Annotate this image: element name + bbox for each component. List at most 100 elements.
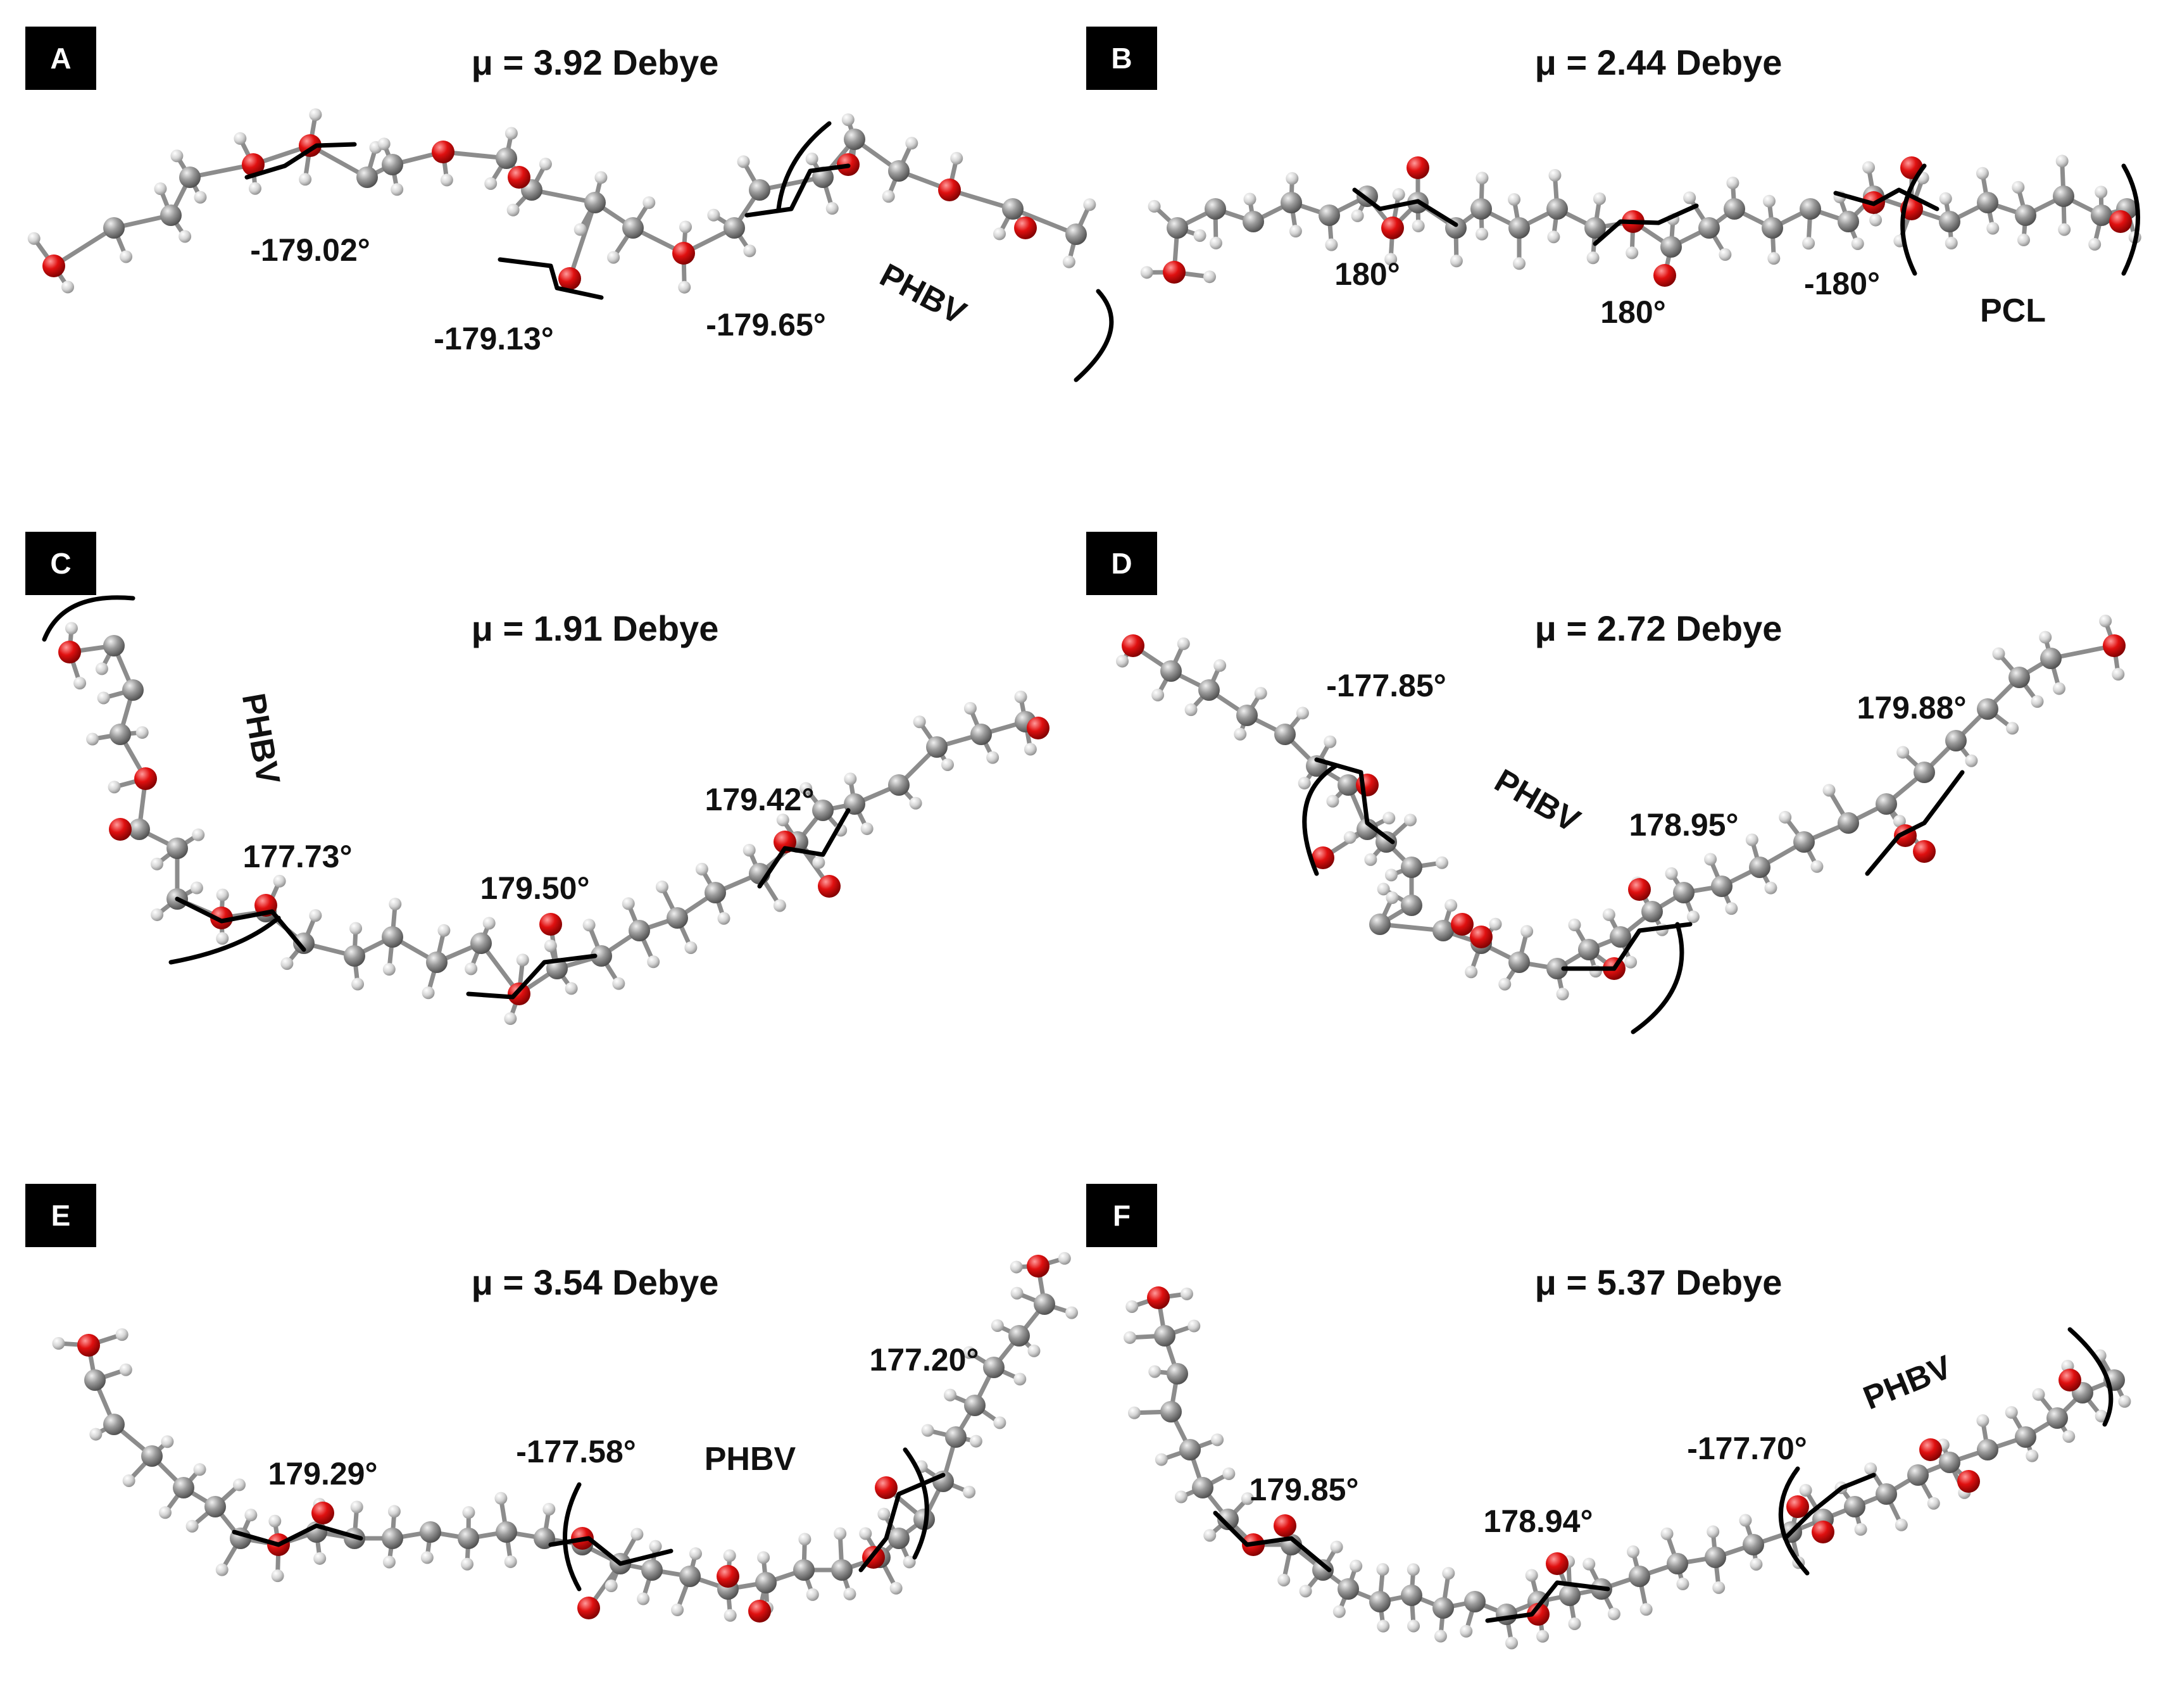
panel-d: D μ = 2.72 Debye -177.85° 178.95° 179.88… bbox=[1086, 532, 2126, 1034]
hydrogen-atom bbox=[1895, 1518, 1908, 1531]
hydrogen-atom bbox=[1683, 191, 1696, 204]
hydrogen-atom bbox=[944, 1388, 957, 1402]
hydrogen-atom bbox=[737, 155, 750, 168]
panel-f-dihedral-marker-2 bbox=[1485, 1580, 1610, 1623]
hydrogen-atom bbox=[1810, 860, 1824, 873]
carbon-atom bbox=[2053, 185, 2074, 207]
carbon-atom bbox=[812, 800, 834, 821]
carbon-atom bbox=[1876, 1483, 1897, 1505]
hydrogen-atom bbox=[825, 202, 839, 215]
hydrogen-atom bbox=[1140, 266, 1153, 279]
carbon-atom bbox=[496, 1521, 517, 1543]
panel-a-molecule bbox=[27, 108, 1096, 294]
hydrogen-atom bbox=[420, 1551, 434, 1564]
carbon-atom bbox=[2040, 648, 2062, 669]
panel-e-bracket-left bbox=[563, 1482, 582, 1592]
carbon-atom bbox=[793, 1559, 815, 1581]
hydrogen-atom bbox=[963, 1485, 976, 1498]
panel-a-bracket-right bbox=[1074, 289, 1114, 382]
panel-c-dipole-label: μ = 1.91 Debye bbox=[472, 608, 719, 648]
hydrogen-atom bbox=[504, 1555, 517, 1568]
hydrogen-atom bbox=[382, 1555, 396, 1569]
oxygen-atom bbox=[577, 1597, 600, 1619]
carbon-atom bbox=[1546, 958, 1568, 979]
oxygen-atom bbox=[134, 767, 157, 790]
carbon-atom bbox=[1274, 724, 1296, 745]
panel-f-bracket-right bbox=[2067, 1327, 2114, 1427]
hydrogen-atom bbox=[1124, 1331, 1137, 1344]
hydrogen-atom bbox=[1779, 810, 1792, 824]
hydrogen-atom bbox=[244, 1509, 258, 1522]
carbon-atom bbox=[1401, 895, 1422, 916]
hydrogen-atom bbox=[1712, 1581, 1726, 1594]
hydrogen-atom bbox=[2095, 185, 2108, 199]
hydrogen-atom bbox=[1351, 209, 1364, 222]
carbon-atom bbox=[2091, 204, 2112, 226]
carbon-atom bbox=[1945, 730, 1967, 751]
panel-f-dihedral-marker-3 bbox=[1783, 1473, 1876, 1541]
panel-b-badge bbox=[1086, 27, 1157, 90]
carbon-atom bbox=[1160, 1401, 1182, 1422]
hydrogen-atom bbox=[86, 732, 99, 746]
carbon-atom bbox=[496, 148, 517, 169]
hydrogen-atom bbox=[1299, 1585, 1312, 1598]
panel-d-polymer-label: PHBV bbox=[1488, 762, 1586, 840]
carbon-atom bbox=[667, 907, 688, 929]
carbon-atom bbox=[1281, 192, 1302, 213]
hydrogen-atom bbox=[950, 152, 963, 165]
carbon-atom bbox=[1977, 698, 1998, 720]
carbon-atom bbox=[1584, 217, 1606, 239]
carbon-atom bbox=[382, 926, 403, 948]
carbon-atom bbox=[1667, 1553, 1688, 1574]
hydrogen-atom bbox=[689, 1547, 702, 1560]
oxygen-atom bbox=[818, 875, 841, 898]
hydrogen-atom bbox=[743, 843, 756, 857]
carbon-atom bbox=[110, 724, 131, 745]
hydrogen-atom bbox=[963, 701, 977, 715]
hydrogen-atom bbox=[1854, 1523, 1867, 1536]
hydrogen-atom bbox=[387, 1505, 401, 1518]
carbon-atom bbox=[1401, 857, 1422, 878]
panel-d-molecule bbox=[1116, 614, 2126, 1001]
hydrogen-atom bbox=[1243, 192, 1256, 206]
hydrogen-atom bbox=[1992, 647, 2005, 660]
carbon-atom bbox=[1357, 819, 1378, 840]
carbon-atom bbox=[1762, 217, 1783, 239]
hydrogen-atom bbox=[773, 899, 786, 912]
carbon-atom bbox=[1610, 926, 1631, 948]
hydrogen-atom bbox=[1376, 1563, 1389, 1576]
hydrogen-atom bbox=[484, 177, 498, 190]
hydrogen-atom bbox=[963, 1346, 976, 1359]
hydrogen-atom bbox=[806, 1588, 819, 1601]
hydrogen-atom bbox=[1343, 831, 1357, 844]
hydrogen-atom bbox=[1116, 655, 1129, 668]
panel-a-badge bbox=[25, 27, 96, 90]
panel-f-polymer-label: PHBV bbox=[1858, 1348, 1957, 1417]
hydrogen-atom bbox=[268, 1514, 282, 1528]
hydrogen-atom bbox=[89, 1428, 103, 1441]
carbon-atom bbox=[128, 819, 150, 840]
hydrogen-atom bbox=[539, 158, 552, 171]
hydrogen-atom bbox=[190, 881, 203, 895]
carbon-atom bbox=[1375, 831, 1397, 853]
panel-c-badge bbox=[25, 532, 96, 595]
carbon-atom bbox=[1838, 812, 1859, 834]
hydrogen-atom bbox=[377, 137, 391, 151]
oxygen-atom bbox=[311, 1502, 334, 1524]
hydrogen-atom bbox=[1289, 225, 1302, 238]
hydrogen-atom bbox=[1568, 1617, 1581, 1630]
hydrogen-atom bbox=[843, 1587, 856, 1600]
hydrogen-atom bbox=[1125, 1300, 1139, 1313]
hydrogen-atom bbox=[622, 897, 635, 910]
hydrogen-atom bbox=[889, 1581, 903, 1595]
hydrogen-atom bbox=[154, 182, 167, 196]
hydrogen-atom bbox=[299, 173, 312, 186]
hydrogen-atom bbox=[993, 227, 1006, 241]
carbon-atom bbox=[1629, 1566, 1650, 1587]
carbon-atom bbox=[970, 724, 992, 745]
hydrogen-atom bbox=[1660, 1527, 1674, 1540]
carbon-atom bbox=[382, 154, 403, 175]
carbon-atom bbox=[103, 1414, 125, 1435]
hydrogen-atom bbox=[1010, 1260, 1023, 1274]
hydrogen-atom bbox=[1686, 910, 1700, 924]
